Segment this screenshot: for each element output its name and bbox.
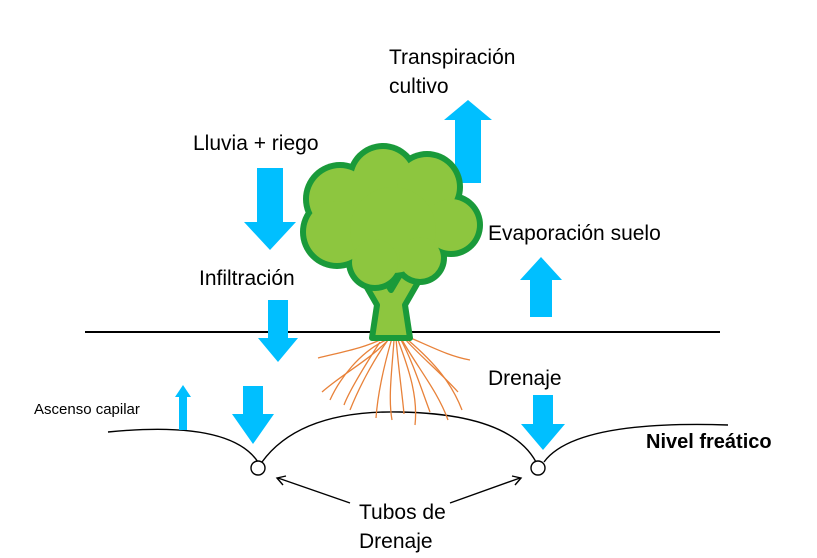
- water-table-curve-middle: [261, 411, 537, 463]
- label-nivel-freatico: Nivel freático: [646, 431, 772, 453]
- label-ascenso-capilar: Ascenso capilar: [34, 401, 140, 418]
- label-evaporacion-suelo: Evaporación suelo: [488, 222, 661, 245]
- transpiration-arrow-icon: [444, 100, 492, 183]
- tree-roots-icon: [317, 335, 471, 426]
- label-lluvia-riego: Lluvia + riego: [193, 132, 319, 155]
- label-tubos-line1: Tubos de: [359, 501, 446, 524]
- evaporation-arrow-icon: [520, 257, 562, 317]
- drainage-arrow-icon: [521, 395, 565, 450]
- label-infiltracion: Infiltración: [199, 267, 295, 290]
- pipe-pointer-arrows: [275, 475, 523, 504]
- tree-canopy-icon: [300, 143, 483, 291]
- drain-pipe-right-icon: [530, 460, 546, 476]
- rain-irrigation-arrow-icon: [244, 168, 296, 250]
- water-table-curve-right: [543, 423, 729, 463]
- label-transpiracion-line2: cultivo: [389, 75, 449, 98]
- label-transpiracion-line1: Transpiración: [389, 46, 516, 69]
- label-tubos-line2: Drenaje: [359, 530, 433, 553]
- capillary-rise-arrow-icon: [175, 385, 191, 430]
- label-drenaje: Drenaje: [488, 367, 562, 390]
- drain-pipe-left-icon: [250, 460, 266, 476]
- drainage-to-pipe-arrow-icon: [232, 386, 274, 444]
- water-table-curve-left: [107, 428, 259, 463]
- infiltration-arrow-icon: [258, 300, 298, 362]
